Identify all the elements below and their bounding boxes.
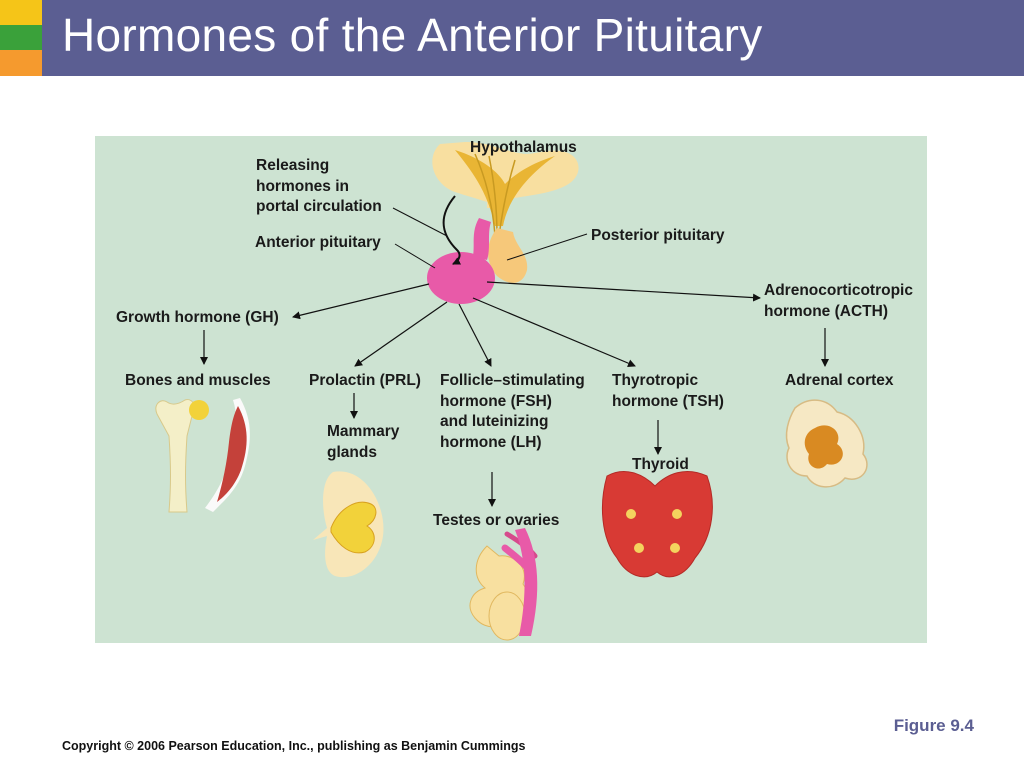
thyroid-label: Thyroid xyxy=(632,456,689,473)
anterior-pointer-line xyxy=(394,243,436,269)
mammary-gland-icon xyxy=(313,471,384,578)
releasing-pointer-line xyxy=(392,207,448,237)
growth-hormone-label: Growth hormone (GH) xyxy=(116,309,279,326)
adrenal-gland-icon xyxy=(785,399,868,488)
arrow-to-gh xyxy=(292,283,430,320)
arrow-to-tsh xyxy=(472,297,636,367)
pituitary-figure: Hypothalamus Releasing hormones in porta… xyxy=(95,136,927,643)
pituitary-gland-icon xyxy=(427,142,579,304)
accent-green-block xyxy=(0,25,42,50)
bones-muscles-label: Bones and muscles xyxy=(125,372,271,389)
arrow-to-fsh-lh xyxy=(458,303,492,367)
slide-title: Hormones of the Anterior Pituitary xyxy=(62,9,763,61)
anterior-pituitary-label: Anterior pituitary xyxy=(255,234,381,251)
thyroid-gland-icon xyxy=(601,471,713,578)
accent-yellow-block xyxy=(0,0,42,25)
hypothalamus-label: Hypothalamus xyxy=(470,139,577,156)
accent-orange-block xyxy=(0,50,42,76)
posterior-pointer-line xyxy=(506,233,588,261)
posterior-pituitary-label: Posterior pituitary xyxy=(591,227,725,244)
prolactin-label: Prolactin (PRL) xyxy=(309,372,421,389)
releasing-hormones-label: Releasing hormones in portal circulation xyxy=(256,157,382,215)
fsh-lh-label: Follicle–stimulating hormone (FSH) and l… xyxy=(440,372,585,451)
figure-drawing xyxy=(155,142,868,641)
acth-label: Adrenocorticotropic hormone (ACTH) xyxy=(764,282,913,320)
adrenal-cortex-label: Adrenal cortex xyxy=(785,372,894,389)
figure-reference: Figure 9.4 xyxy=(893,716,974,735)
copyright-notice: Copyright © 2006 Pearson Education, Inc.… xyxy=(62,739,526,753)
testis-ovary-icon xyxy=(469,528,538,641)
muscle-icon xyxy=(205,398,250,512)
mammary-glands-label: Mammary glands xyxy=(327,423,400,461)
title-bar: Hormones of the Anterior Pituitary xyxy=(42,0,1024,76)
slide-header: Hormones of the Anterior Pituitary xyxy=(0,0,1024,76)
arrow-to-prl xyxy=(354,301,448,367)
tsh-label: Thyrotropic hormone (TSH) xyxy=(612,372,724,410)
testes-ovaries-label: Testes or ovaries xyxy=(433,512,560,529)
arrow-to-acth xyxy=(486,281,761,302)
bone-icon xyxy=(155,399,209,513)
